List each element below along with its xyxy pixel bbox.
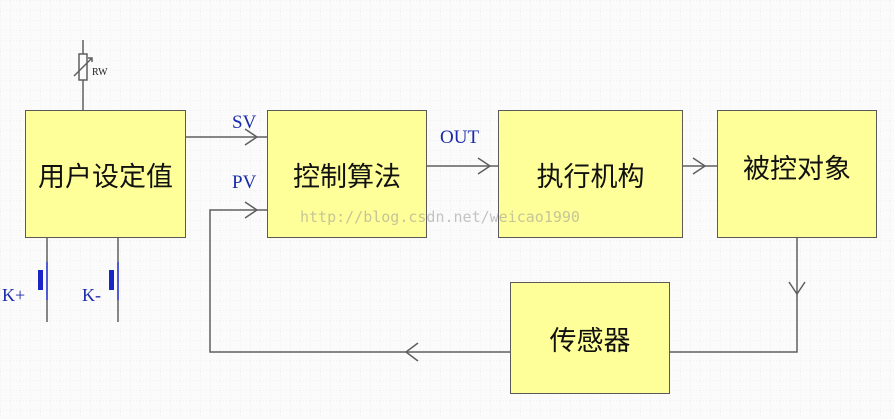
out-arrowhead <box>477 157 492 175</box>
plant-sensor-arrowhead <box>788 281 806 296</box>
pv-signal-label: PV <box>232 172 257 193</box>
plant-block: 被控对象 <box>717 110 877 238</box>
actuator-label: 执行机构 <box>536 161 645 193</box>
potentiometer-label: RW <box>92 67 108 78</box>
control-algorithm-label: 控制算法 <box>293 161 401 193</box>
actuator-block: 执行机构 <box>498 110 683 238</box>
pv-arrowhead <box>244 201 259 219</box>
key-minus-label: K- <box>82 285 101 305</box>
out-signal-label: OUT <box>440 127 480 148</box>
setpoint-label: 用户设定值 <box>38 161 173 193</box>
feedback-line <box>209 209 510 353</box>
plant-sensor-line <box>670 238 798 353</box>
key-minus-switch-icon <box>109 262 119 300</box>
key-plus-switch-icon <box>38 262 48 300</box>
control-algorithm-block: 控制算法 <box>267 110 427 238</box>
actuator-plant-arrowhead <box>692 157 707 175</box>
feedback-arrowhead <box>404 342 419 362</box>
sv-signal-label: SV <box>232 112 257 133</box>
plant-label: 被控对象 <box>743 154 851 185</box>
setpoint-block: 用户设定值 <box>25 110 186 238</box>
sv-arrowhead <box>244 128 259 146</box>
sensor-label: 传感器 <box>549 325 631 357</box>
watermark-text: http://blog.csdn.net/weicao1990 <box>300 208 580 226</box>
key-plus-label: K+ <box>2 285 26 305</box>
potentiometer-icon <box>73 40 93 81</box>
sensor-block: 传感器 <box>510 282 670 394</box>
